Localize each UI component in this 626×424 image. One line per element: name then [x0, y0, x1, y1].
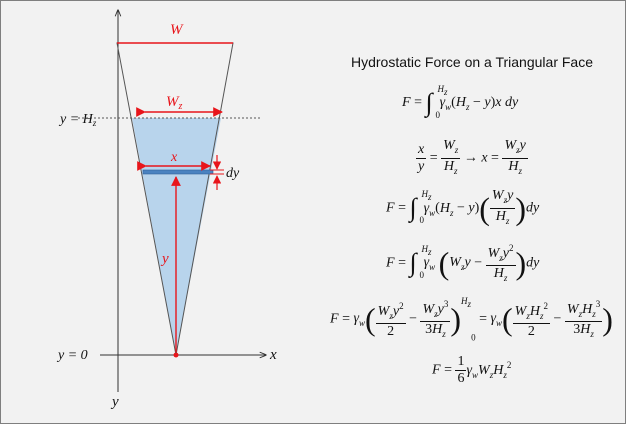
figure-title: Hydrostatic Force on a Triangular Face: [351, 54, 593, 70]
x-strip-label: x: [170, 150, 178, 165]
wz-label: Wz: [166, 94, 183, 112]
x-axis-label: x: [269, 347, 277, 363]
w-label: W: [170, 22, 184, 38]
y-mid-label: y: [160, 251, 169, 267]
y-eq-0-label: y = 0: [56, 348, 88, 363]
origin-point: [173, 352, 179, 358]
differential-strip: [142, 169, 214, 175]
y-eq-hz-label: y = Hz: [58, 112, 97, 128]
y-axis-label: y: [110, 394, 119, 410]
dy-label: dy: [226, 166, 240, 181]
